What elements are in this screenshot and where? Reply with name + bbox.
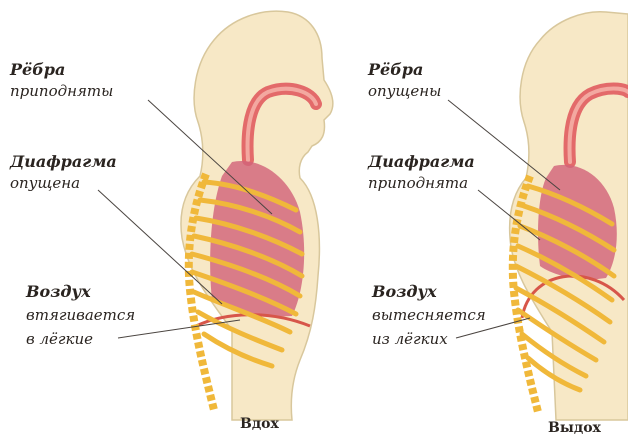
inhale-air-line2: в лёгкие	[26, 330, 93, 349]
exhale-ribs-title: Рёбра	[368, 60, 423, 79]
inhale-figure	[98, 11, 333, 420]
inhale-air-leader	[118, 320, 240, 338]
inhale-caption: Вдох	[240, 416, 279, 432]
inhale-air-title: Воздух	[26, 282, 91, 301]
exhale-diaphragm-state: приподнята	[368, 174, 468, 193]
inhale-diaphragm-title: Диафрагма	[10, 152, 117, 171]
inhale-diaphragm-state: опущена	[10, 174, 80, 193]
inhale-ribs-title: Рёбра	[10, 60, 65, 79]
exhale-diaphragm-title: Диафрагма	[368, 152, 475, 171]
exhale-ribs-state: опущены	[368, 82, 441, 101]
exhale-caption: Выдох	[548, 420, 601, 436]
exhale-air-title: Воздух	[372, 282, 437, 301]
inhale-ribs-state: приподняты	[10, 82, 113, 101]
exhale-air-line1: вытесняется	[372, 306, 486, 325]
inhale-air-line1: втягивается	[26, 306, 135, 325]
exhale-figure	[448, 12, 628, 420]
exhale-air-line2: из лёгких	[372, 330, 448, 349]
